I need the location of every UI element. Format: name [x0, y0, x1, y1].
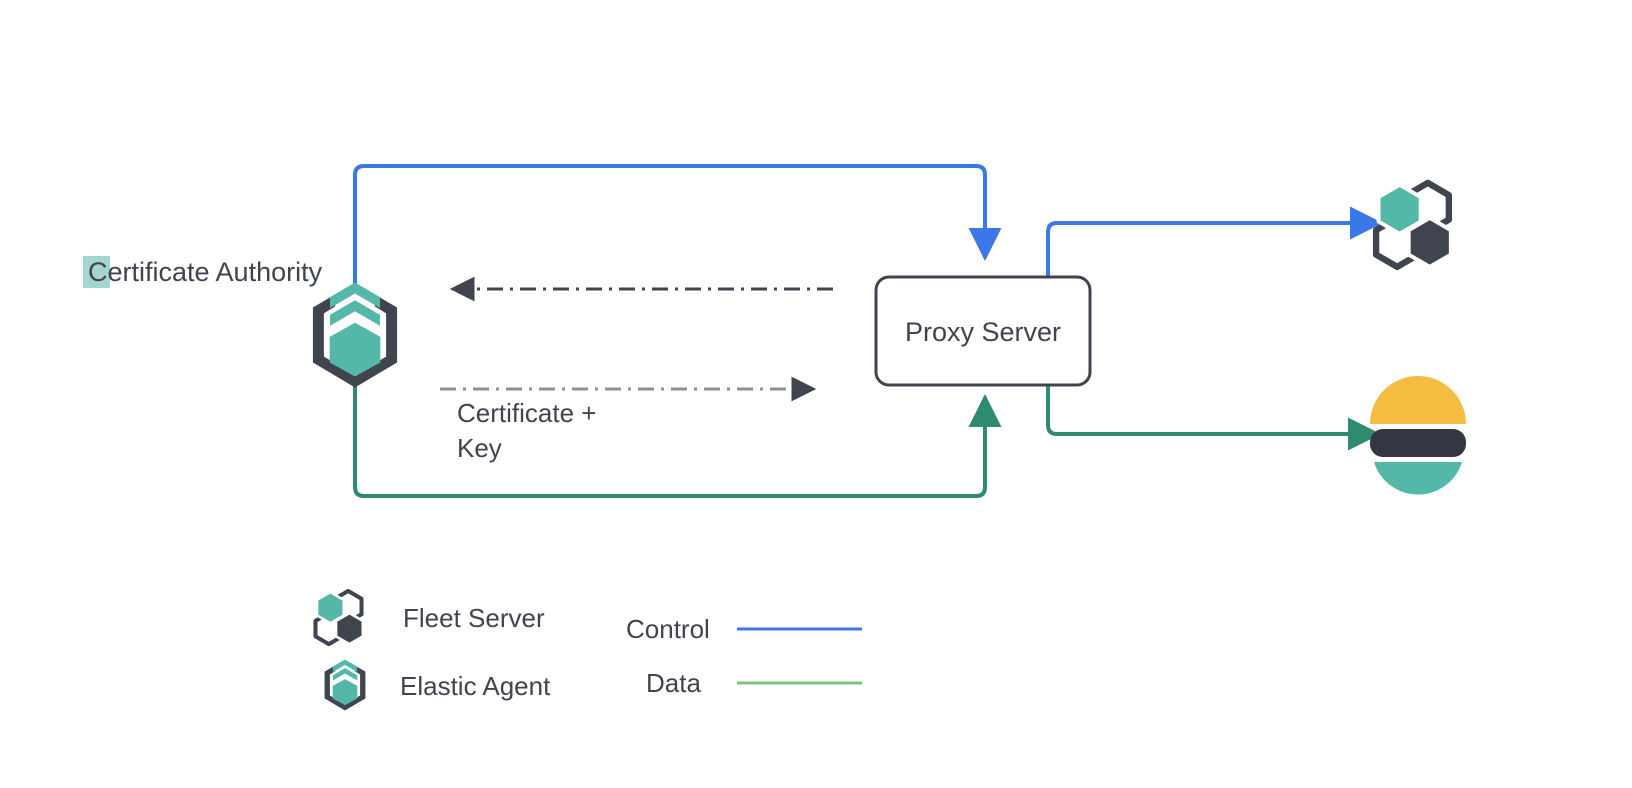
elastic-agent-hex-fill	[329, 322, 381, 377]
legend: Fleet Server Elastic Agent Control Data	[313, 588, 862, 711]
certificate-key-edge-label: Certificate + Key	[457, 398, 596, 463]
legend-elastic-agent-label: Elastic Agent	[400, 671, 551, 701]
legend-elastic-agent-icon	[324, 659, 366, 711]
certificate-key-label-line1: Certificate +	[457, 398, 596, 428]
certificate-key-label-line2: Key	[457, 433, 502, 463]
legend-agent-chevron-top	[332, 659, 358, 672]
proxy-server-label: Proxy Server	[905, 317, 1061, 347]
edge-control-agent-to-proxy	[353, 164, 1002, 290]
certificate-authority-label-group: Certificate Authority	[83, 256, 323, 288]
elasticsearch-bar	[1370, 429, 1466, 457]
fleet-server-node[interactable]	[1372, 179, 1453, 271]
certificate-authority-label-highlight	[83, 256, 110, 288]
edge-data-proxy-to-elasticsearch	[1046, 385, 1381, 451]
legend-fleet-server-label: Fleet Server	[403, 603, 545, 633]
legend-fleet-hex-teal	[315, 590, 345, 625]
edge-data-agent-to-proxy	[353, 370, 1002, 498]
legend-data-label: Data	[646, 668, 701, 698]
legend-fleet-server-icon	[313, 588, 365, 647]
fleet-hex-teal	[1376, 182, 1423, 236]
elasticsearch-node[interactable]	[1370, 376, 1466, 495]
legend-fleet-hex-dark	[334, 611, 365, 646]
elastic-agent-chevron-top	[329, 282, 381, 309]
certificate-authority-icon[interactable]	[312, 282, 398, 388]
legend-agent-hex-fill	[332, 679, 358, 706]
legend-control-label: Control	[626, 614, 710, 644]
elasticsearch-bottom-arc	[1374, 462, 1462, 495]
fleet-hex-dark	[1406, 215, 1453, 269]
certificate-authority-label: Certificate Authority	[88, 257, 323, 287]
edge-control-proxy-to-fleet	[1046, 206, 1383, 277]
elastic-agent-chevron-bottom	[329, 300, 381, 326]
legend-agent-chevron-bottom	[332, 668, 358, 681]
elasticsearch-top-arc	[1370, 376, 1466, 424]
proxy-server-box[interactable]	[874, 275, 1092, 387]
proxy-server-node[interactable]: Proxy Server	[874, 275, 1092, 387]
